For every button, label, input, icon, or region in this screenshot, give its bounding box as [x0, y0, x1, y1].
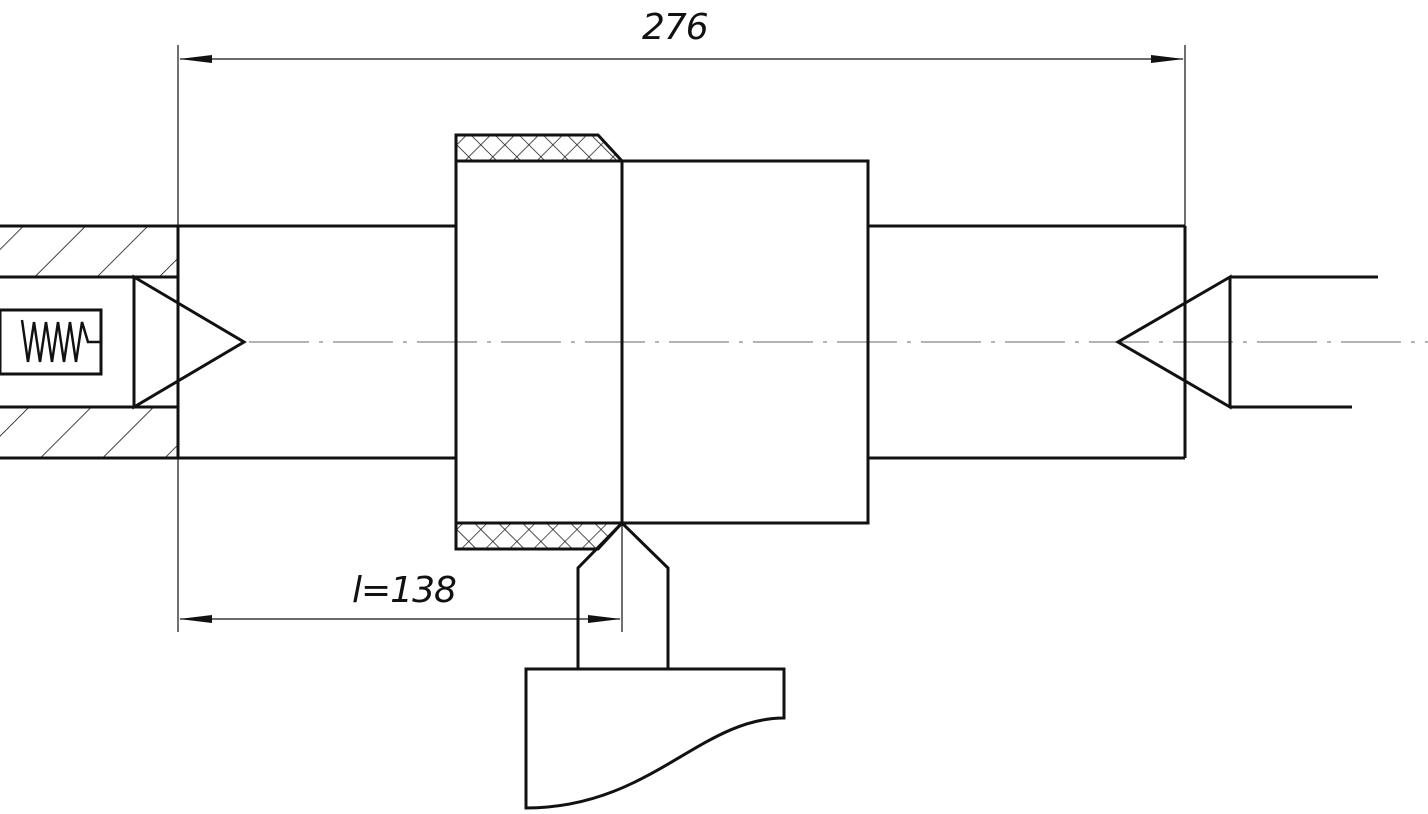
- workpiece-shaft: [176, 224, 1187, 460]
- cutting-tool: [524, 520, 786, 810]
- overall-length-dimension: [177, 45, 1186, 226]
- large-diameter-section: [620, 159, 870, 525]
- machined-section: [454, 133, 626, 551]
- cutting-position-dimension: [177, 458, 623, 632]
- cutting-position-label: l=138: [352, 570, 457, 611]
- overall-length-label: 276: [642, 7, 709, 48]
- tailstock-center: [1115, 274, 1378, 410]
- headstock-center: [132, 274, 247, 410]
- spring-icon: [0, 308, 103, 376]
